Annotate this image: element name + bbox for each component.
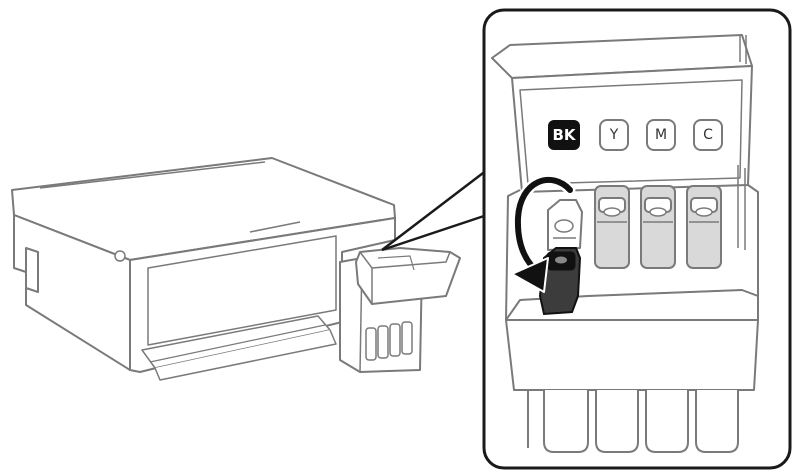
tank-cap-magenta: [640, 185, 676, 269]
tank-cap-yellow: [594, 185, 630, 269]
label-black-text: BK: [552, 126, 576, 144]
label-magenta: M: [646, 119, 676, 151]
label-yellow-text: Y: [609, 127, 619, 143]
label-cyan-text: C: [703, 127, 713, 143]
tank-bottom-windows: [527, 390, 739, 453]
label-black: BK: [548, 120, 580, 150]
remove-cap-arrow-icon: [511, 174, 576, 293]
ink-tank-windows: [365, 321, 413, 361]
tank-cover-open: [355, 247, 461, 305]
label-magenta-text: M: [655, 127, 667, 143]
tank-front-panel: [505, 319, 759, 391]
power-button-icon: [114, 250, 126, 262]
label-yellow: Y: [599, 119, 629, 151]
tank-cap-cyan: [686, 185, 722, 269]
black-tank-port: [547, 199, 583, 251]
tank-caps: [594, 185, 722, 269]
tank-cover-back: [491, 34, 753, 79]
zoom-callout-lines: [381, 169, 488, 252]
ink-color-labels: BK Y M C: [548, 119, 723, 151]
label-cyan: C: [693, 119, 723, 151]
printer-illustration: [11, 157, 461, 381]
zoom-detail-frame: BK Y M C: [482, 8, 792, 470]
